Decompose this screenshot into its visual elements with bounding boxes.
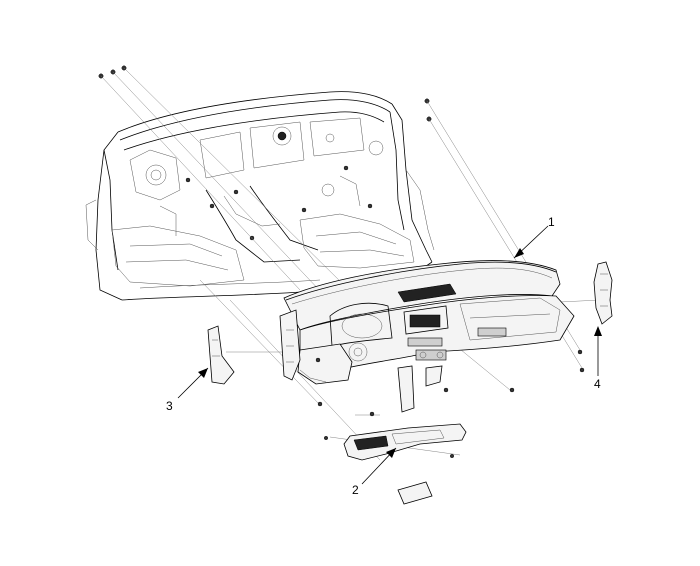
callout-leaders (177, 225, 602, 485)
crash-pad-assembly (279, 260, 585, 417)
small-access-cover (397, 481, 433, 505)
callout-1: 1 (548, 215, 555, 229)
callout-3: 3 (166, 399, 173, 413)
lower-crash-pad-panel (324, 423, 467, 461)
side-bracket-right (593, 261, 613, 325)
arrow-head-3 (198, 368, 208, 378)
callout-4: 4 (594, 377, 601, 391)
arrow-head-1 (514, 248, 524, 258)
side-cover-left (207, 325, 235, 385)
arrow-head-2 (386, 448, 396, 458)
mounting-bolts-upper (98, 65, 432, 122)
vehicle-body-shell (85, 91, 435, 301)
callout-2: 2 (352, 483, 359, 497)
arrow-head-4 (594, 326, 602, 336)
